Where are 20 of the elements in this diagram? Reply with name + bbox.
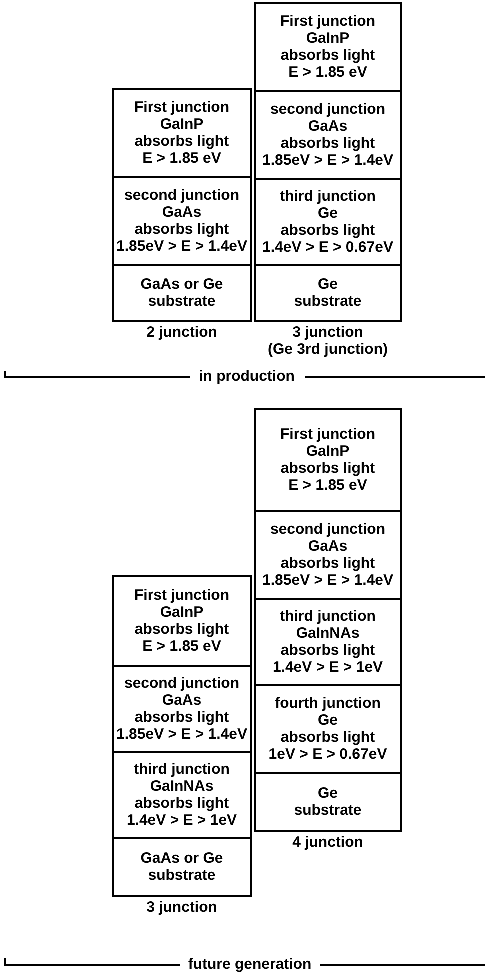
layer-cell: GaAs or Ge substrate [114,264,250,320]
layer-cell: third junction Ge absorbs light 1.4eV > E > 0.67eV [256,178,400,264]
layer-cell: second junction GaAs absorbs light 1.85eV > E > 1.4eV [256,90,400,178]
layer-cell: First junction GaInP absorbs light E > 1.85 eV [114,577,250,665]
layer-cell: third junction GaInNAs absorbs light 1.4eV > E > 1eV [256,598,400,684]
layer-cell: First junction GaInP absorbs light E > 1.85 eV [114,90,250,176]
layer-cell: First junction GaInP absorbs light E > 1.85 eV [256,410,400,510]
stack-caption: 2 junction [146,324,218,341]
layer-cell: Ge substrate [256,264,400,320]
stack-caption: 4 junction [292,834,364,851]
layer-cell: First junction GaInP absorbs light E > 1.85 eV [256,4,400,90]
layer-cell: fourth junction Ge absorbs light 1eV > E > 0.67eV [256,684,400,772]
layer-cell: second junction GaAs absorbs light 1.85eV > E > 1.4eV [114,665,250,751]
layer-cell: second junction GaAs absorbs light 1.85eV > E > 1.4eV [256,510,400,598]
layer-cell: Ge substrate [256,772,400,830]
stack-caption: 3 junction (Ge 3rd junction) [267,324,389,358]
stack-caption: 3 junction [146,899,218,916]
layer-cell: third junction GaInNAs absorbs light 1.4eV > E > 1eV [114,751,250,837]
layer-cell: GaAs or Ge substrate [114,837,250,895]
layer-cell: second junction GaAs absorbs light 1.85eV > E > 1.4eV [114,176,250,264]
